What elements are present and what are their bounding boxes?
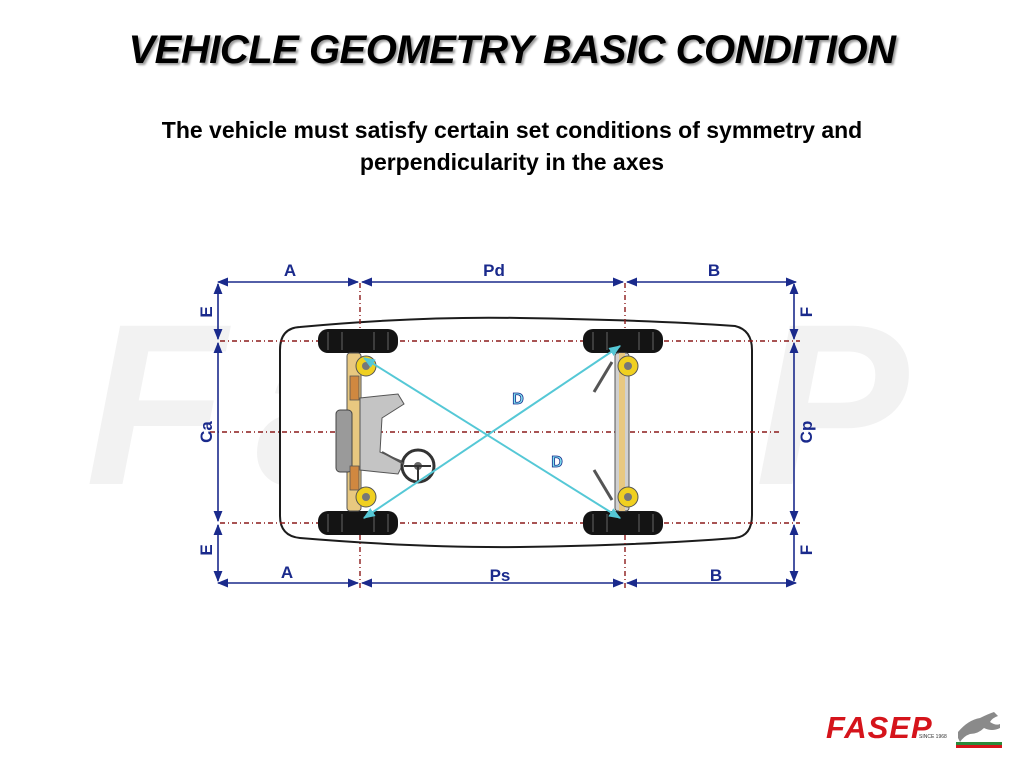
dimension-lines bbox=[213, 277, 799, 588]
subtitle-line-2: perpendicularity in the axes bbox=[359, 149, 665, 175]
jaguar-icon bbox=[956, 712, 1002, 748]
logo-brand: FASEP bbox=[826, 710, 933, 745]
label-right-cp: Cp bbox=[797, 421, 816, 444]
label-bottom-a: A bbox=[281, 563, 293, 582]
page-title: VEHICLE GEOMETRY BASIC CONDITION bbox=[128, 28, 896, 72]
wheel-front-right bbox=[583, 329, 663, 353]
label-diagonal-lower: D bbox=[551, 454, 563, 471]
label-diagonal-upper: D bbox=[512, 391, 524, 408]
subtitle: The vehicle must satisfy certain set con… bbox=[40, 114, 984, 178]
reference-lines bbox=[210, 283, 800, 590]
wheel-front-left bbox=[318, 329, 398, 353]
label-bottom-ps: Ps bbox=[490, 566, 511, 585]
fasep-logo: FASEP SINCE 1968 bbox=[826, 708, 1002, 748]
label-top-a: A bbox=[284, 261, 296, 280]
label-right-f-top: F bbox=[797, 307, 816, 317]
label-left-e-bottom: E bbox=[197, 544, 216, 555]
diagonal-2 bbox=[363, 345, 621, 519]
label-right-f-bottom: F bbox=[797, 545, 816, 555]
wheel-rear-right bbox=[583, 511, 663, 535]
label-left-e-top: E bbox=[197, 306, 216, 317]
wheel-rear-left bbox=[318, 511, 398, 535]
logo-since: SINCE 1968 bbox=[919, 734, 947, 740]
label-bottom-b: B bbox=[710, 566, 722, 585]
label-left-ca: Ca bbox=[197, 421, 216, 443]
label-top-pd: Pd bbox=[483, 261, 505, 280]
diagonals bbox=[362, 345, 622, 519]
label-top-b: B bbox=[708, 261, 720, 280]
subtitle-line-1: The vehicle must satisfy certain set con… bbox=[161, 117, 863, 143]
